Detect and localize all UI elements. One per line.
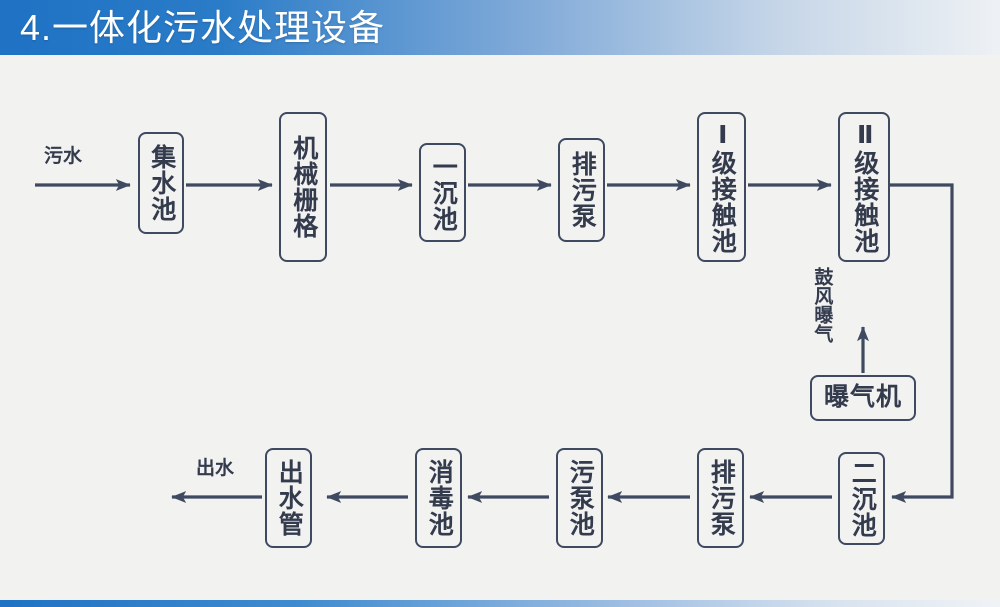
node-sewage-pump-bottom[interactable]: 排污泵 bbox=[697, 448, 744, 548]
node-label: Ⅱ级接触池 bbox=[850, 120, 879, 254]
page-footer-bar bbox=[0, 600, 1000, 607]
node-label: 一沉池 bbox=[429, 153, 458, 232]
node-aerator[interactable]: 曝气机 bbox=[810, 375, 916, 421]
node-sewage-pump-top[interactable]: 排污泵 bbox=[558, 138, 605, 242]
node-label: 排污泵 bbox=[707, 459, 736, 537]
diagram-canvas: 污水 出水 鼓风曝气 集水池 机械栅格 一沉池 排污泵 Ⅰ级接触池 Ⅱ级接触池 … bbox=[0, 55, 1000, 600]
node-sludge-pump-tank[interactable]: 污泵池 bbox=[556, 448, 603, 548]
node-label: 消毒池 bbox=[425, 459, 454, 537]
node-disinfection-tank[interactable]: 消毒池 bbox=[415, 448, 462, 548]
node-label: 曝气机 bbox=[823, 383, 902, 412]
node-outlet-pipe[interactable]: 出水管 bbox=[265, 448, 312, 548]
node-mechanical-grid[interactable]: 机械栅格 bbox=[279, 112, 327, 262]
node-label: Ⅰ级接触池 bbox=[708, 120, 737, 254]
node-contact-tank-2[interactable]: Ⅱ级接触池 bbox=[838, 112, 890, 262]
node-label: 排污泵 bbox=[568, 151, 597, 229]
node-secondary-sedimentation-tank[interactable]: 二沉池 bbox=[838, 452, 885, 545]
connector-n6-to-n8 bbox=[890, 183, 954, 503]
node-label: 二沉池 bbox=[848, 459, 877, 538]
node-label: 机械栅格 bbox=[289, 135, 318, 239]
aeration-label: 鼓风曝气 bbox=[811, 267, 833, 343]
inlet-label: 污水 bbox=[44, 146, 83, 167]
node-label: 集水池 bbox=[147, 144, 176, 222]
node-label: 出水管 bbox=[275, 459, 304, 537]
node-primary-sedimentation-tank[interactable]: 一沉池 bbox=[419, 143, 466, 242]
page-title: 4.一体化污水处理设备 bbox=[20, 7, 386, 48]
node-collection-tank[interactable]: 集水池 bbox=[138, 132, 184, 234]
page-header: 4.一体化污水处理设备 bbox=[0, 0, 1000, 55]
flow-connectors bbox=[35, 179, 954, 503]
outlet-label: 出水 bbox=[196, 458, 235, 479]
node-contact-tank-1[interactable]: Ⅰ级接触池 bbox=[697, 112, 746, 262]
node-label: 污泵池 bbox=[566, 459, 595, 537]
